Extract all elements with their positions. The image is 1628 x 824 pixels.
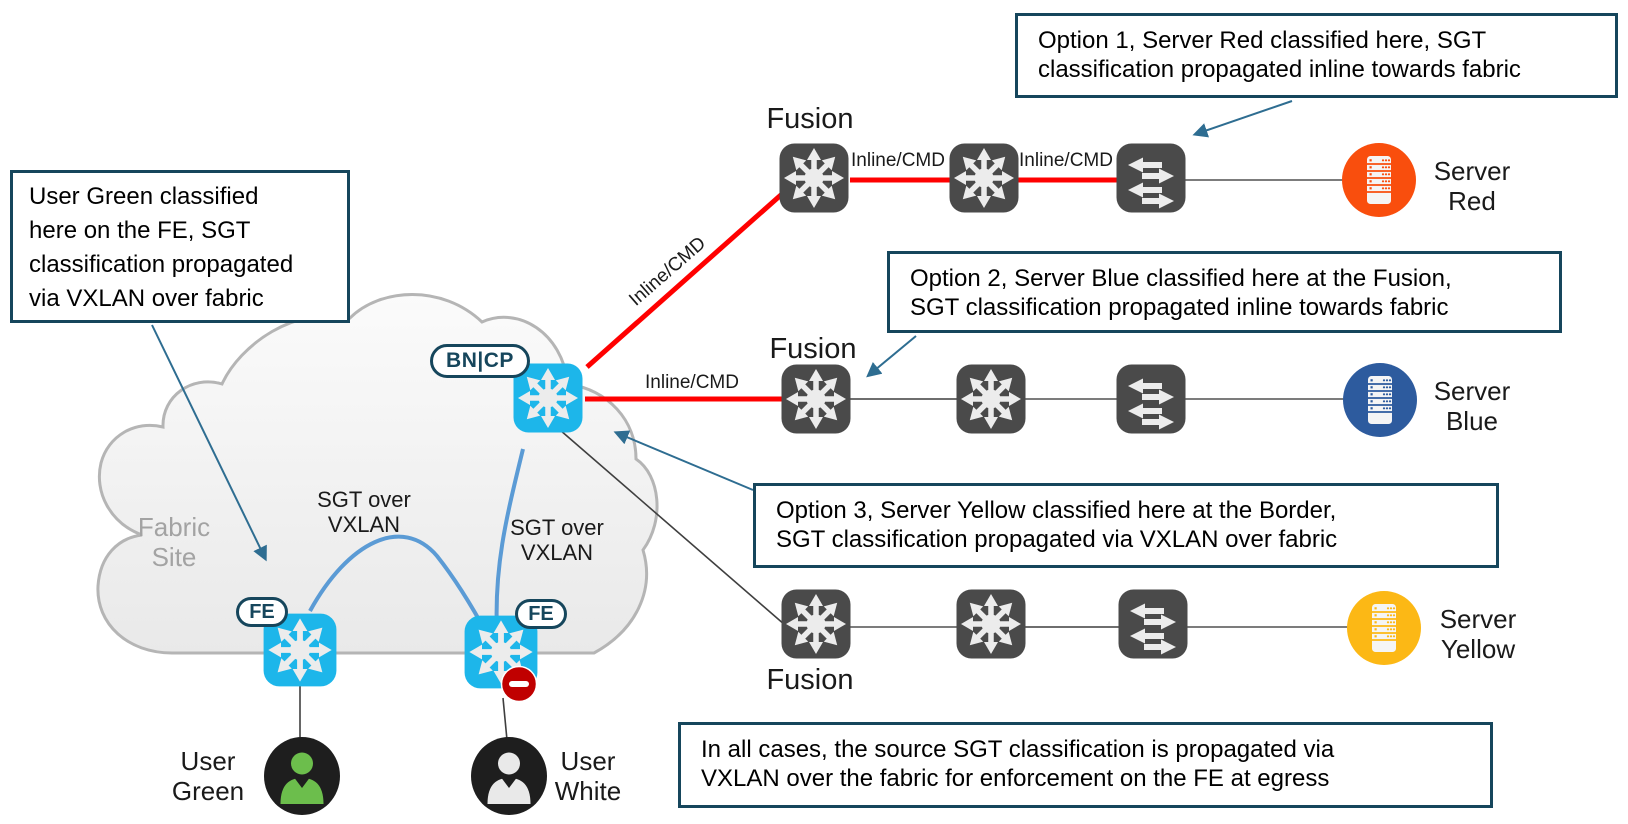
router-icon: [955, 588, 1027, 660]
badge-bn-cp: BN|CP: [430, 344, 530, 378]
callout-line: SGT classification propagated inline tow…: [910, 294, 1449, 321]
fabric-cloud-shape: [96, 293, 659, 655]
user-white-icon: [471, 737, 547, 815]
callout-line: Option 2, Server Blue classified here at…: [910, 265, 1452, 292]
label-inline-cmd-top2: Inline/CMD: [1019, 150, 1113, 171]
vxlan-arc-fe1-fe2: [308, 534, 490, 638]
callout-line: Option 1, Server Red classified here, SG…: [1038, 27, 1487, 54]
server-yellow-icon: [1347, 591, 1421, 665]
badge-fe-left: FE: [236, 597, 288, 627]
callout-arrow-option1-switch: [1192, 100, 1293, 138]
callout-arrow-option3-border: [613, 430, 754, 491]
callout-user-green: User Green classified here on the FE, SG…: [10, 170, 350, 323]
server-blue-icon: [1343, 363, 1417, 437]
label-fabric-site: Fabric Site: [137, 512, 211, 572]
callout-option2: Option 2, Server Blue classified here at…: [887, 251, 1562, 333]
red-link-border-topfusion: [585, 184, 793, 369]
callout-line: here on the FE, SGT: [29, 217, 251, 244]
link-fe2-userwhite: [502, 697, 508, 741]
callout-line: User Green classified: [29, 183, 259, 210]
router-icon: [780, 363, 852, 435]
callout-summary: In all cases, the source SGT classificat…: [678, 722, 1493, 808]
callout-line: SGT classification propagated via VXLAN …: [776, 526, 1338, 553]
server-red-icon: [1342, 143, 1416, 217]
label-fusion-top: Fusion: [766, 103, 854, 135]
label-inline-cmd-top1: Inline/CMD: [851, 150, 945, 171]
callout-line: classification propagated: [29, 251, 294, 278]
router-icon: [948, 142, 1020, 214]
switch-icon: [1115, 363, 1187, 435]
label-server-blue: Server Blue: [1433, 376, 1511, 436]
label-fusion-middle: Fusion: [769, 333, 857, 365]
badge-fe-right: FE: [515, 599, 567, 629]
label-fusion-bottom: Fusion: [766, 664, 854, 696]
callout-arrow-option2-fusion: [866, 335, 917, 378]
label-user-white: User White: [554, 746, 622, 806]
switch-icon: [1115, 142, 1187, 214]
label-server-red: Server Red: [1433, 156, 1511, 216]
callout-option3: Option 3, Server Yellow classified here …: [753, 483, 1499, 568]
deny-minus-icon: [500, 665, 538, 703]
label-server-yellow: Server Yellow: [1439, 604, 1517, 664]
callout-line: VXLAN over the fabric for enforcement on…: [701, 765, 1330, 792]
callout-line: In all cases, the source SGT classificat…: [701, 736, 1335, 763]
callout-line: via VXLAN over fabric: [29, 285, 264, 312]
label-sgt-over-vxlan-2: SGT over VXLAN: [510, 515, 604, 565]
link-border-bottomfusion: [559, 429, 786, 626]
label-inline-cmd-mid: Inline/CMD: [645, 372, 739, 393]
callout-arrow-usergreen-fe1: [151, 324, 267, 562]
router-icon: [955, 363, 1027, 435]
switch-icon: [1117, 588, 1189, 660]
callout-option1: Option 1, Server Red classified here, SG…: [1015, 13, 1618, 98]
callout-line: Option 3, Server Yellow classified here …: [776, 497, 1337, 524]
label-sgt-over-vxlan-1: SGT over VXLAN: [317, 487, 411, 537]
vxlan-arc-border-fe2: [487, 448, 525, 637]
user-green-icon: [264, 737, 340, 815]
router-icon: [780, 588, 852, 660]
router-icon: [778, 142, 850, 214]
callout-line: classification propagated inline towards…: [1038, 56, 1521, 83]
label-user-green: User Green: [171, 746, 245, 806]
